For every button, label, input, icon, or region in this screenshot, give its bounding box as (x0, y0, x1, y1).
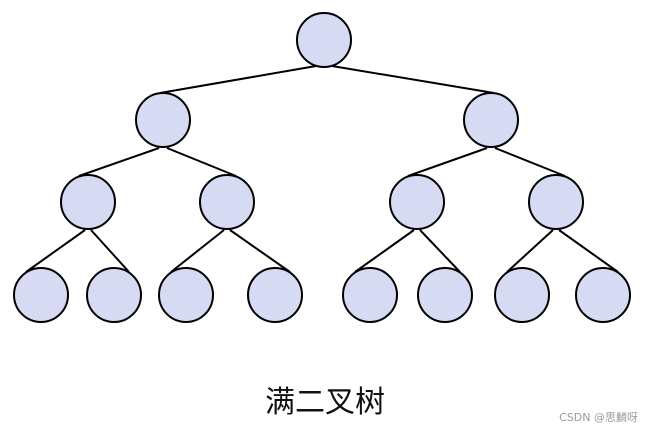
tree-node-7 (13, 267, 69, 323)
tree-node-4 (199, 174, 255, 230)
tree-edge-4-10 (229, 229, 291, 273)
tree-edge-5-12 (419, 229, 461, 273)
tree-edge-2-5 (407, 147, 488, 177)
tree-node-11 (342, 267, 398, 323)
tree-node-2 (463, 92, 519, 148)
tree-edge-3-7 (25, 229, 86, 273)
tree-node-1 (135, 92, 191, 148)
tree-node-13 (494, 267, 550, 323)
tree-edge-6-13 (506, 229, 554, 273)
tree-edge-1-4 (166, 147, 237, 177)
tree-node-5 (389, 174, 445, 230)
tree-node-12 (417, 267, 473, 323)
tree-edge-3-8 (90, 229, 130, 273)
watermark: CSDN @思麟呀 (559, 411, 638, 424)
tree-node-10 (247, 267, 303, 323)
tree-node-9 (158, 267, 214, 323)
tree-edge-6-14 (558, 229, 619, 273)
tree-edge-1-3 (78, 147, 160, 177)
tree-node-3 (60, 174, 116, 230)
diagram-caption: 满二叉树 (265, 385, 385, 420)
tree-edge-5-11 (354, 229, 415, 273)
tree-node-14 (575, 267, 631, 323)
tree-node-6 (528, 174, 584, 230)
tree-edge-4-9 (170, 229, 225, 273)
tree-nodes (13, 12, 631, 323)
tree-node-0 (296, 12, 352, 68)
tree-edge-0-2 (331, 65, 495, 94)
tree-edge-2-6 (494, 147, 566, 177)
tree-node-8 (86, 267, 142, 323)
tree-edges (25, 65, 619, 273)
tree-edge-0-1 (159, 65, 317, 94)
